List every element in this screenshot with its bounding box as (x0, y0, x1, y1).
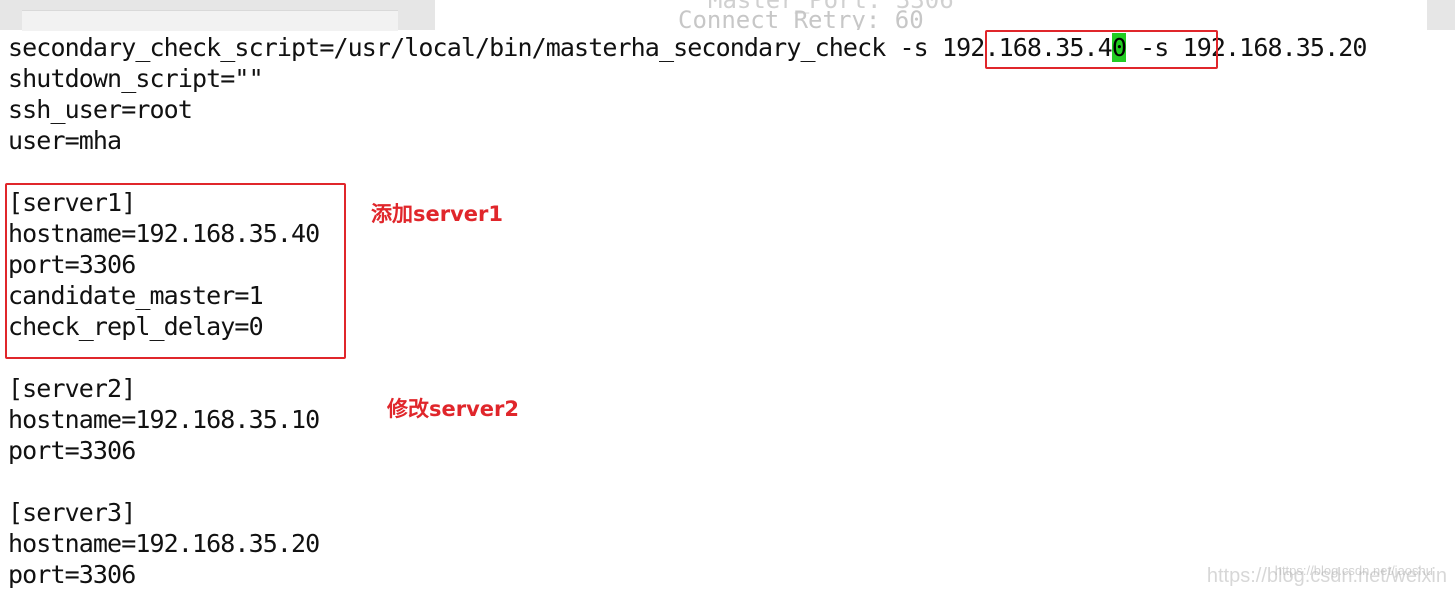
config-line-server3-hostname: hostname=192.168.35.20 (8, 529, 320, 558)
background-window-right (1427, 0, 1455, 30)
config-line-shutdown-script: shutdown_script="" (8, 64, 264, 93)
config-line-server3-header: [server3] (8, 498, 136, 527)
terminal-header-strip: Master_Port: 3306 Connect_Retry: 60 (0, 0, 1455, 31)
watermark: https://blog.csdn.net/weixin (1206, 565, 1447, 587)
watermark-small: https://blog.csdn.net/jaoshu (1274, 563, 1433, 578)
config-line-server2-header: [server2] (8, 374, 136, 403)
highlight-box-secondary-ip (985, 30, 1218, 69)
config-line-ssh-user: ssh_user=root (8, 95, 193, 124)
config-line-blank (8, 466, 1367, 497)
config-line-server2-port: port=3306 (8, 436, 136, 465)
config-line-server1-header: [server1] (8, 188, 136, 217)
ghost-text-top: Master_Port: 3306 (708, 0, 954, 14)
background-window-inner (22, 10, 398, 31)
config-file-content: secondary_check_script=/usr/local/bin/ma… (8, 32, 1367, 590)
annotation-modify-server2: 修改server2 (387, 397, 519, 421)
config-line-server1-repl-delay: check_repl_delay=0 (8, 312, 264, 341)
config-line-user: user=mha (8, 126, 122, 155)
config-line-server1-candidate: candidate_master=1 (8, 281, 264, 310)
config-line-server3-port: port=3306 (8, 560, 136, 589)
highlight-box-server1 (5, 183, 346, 359)
ghost-text: Connect_Retry: 60 (678, 8, 924, 30)
text-cursor: 0 (1111, 33, 1127, 62)
config-line-server1-hostname: hostname=192.168.35.40 (8, 219, 320, 248)
config-line-server2-hostname: hostname=192.168.35.10 (8, 405, 320, 434)
config-line-secondary-check: secondary_check_script=/usr/local/bin/ma… (8, 33, 1367, 62)
background-window-left (0, 0, 435, 31)
annotation-add-server1: 添加server1 (371, 202, 503, 226)
config-line-server1-port: port=3306 (8, 250, 136, 279)
